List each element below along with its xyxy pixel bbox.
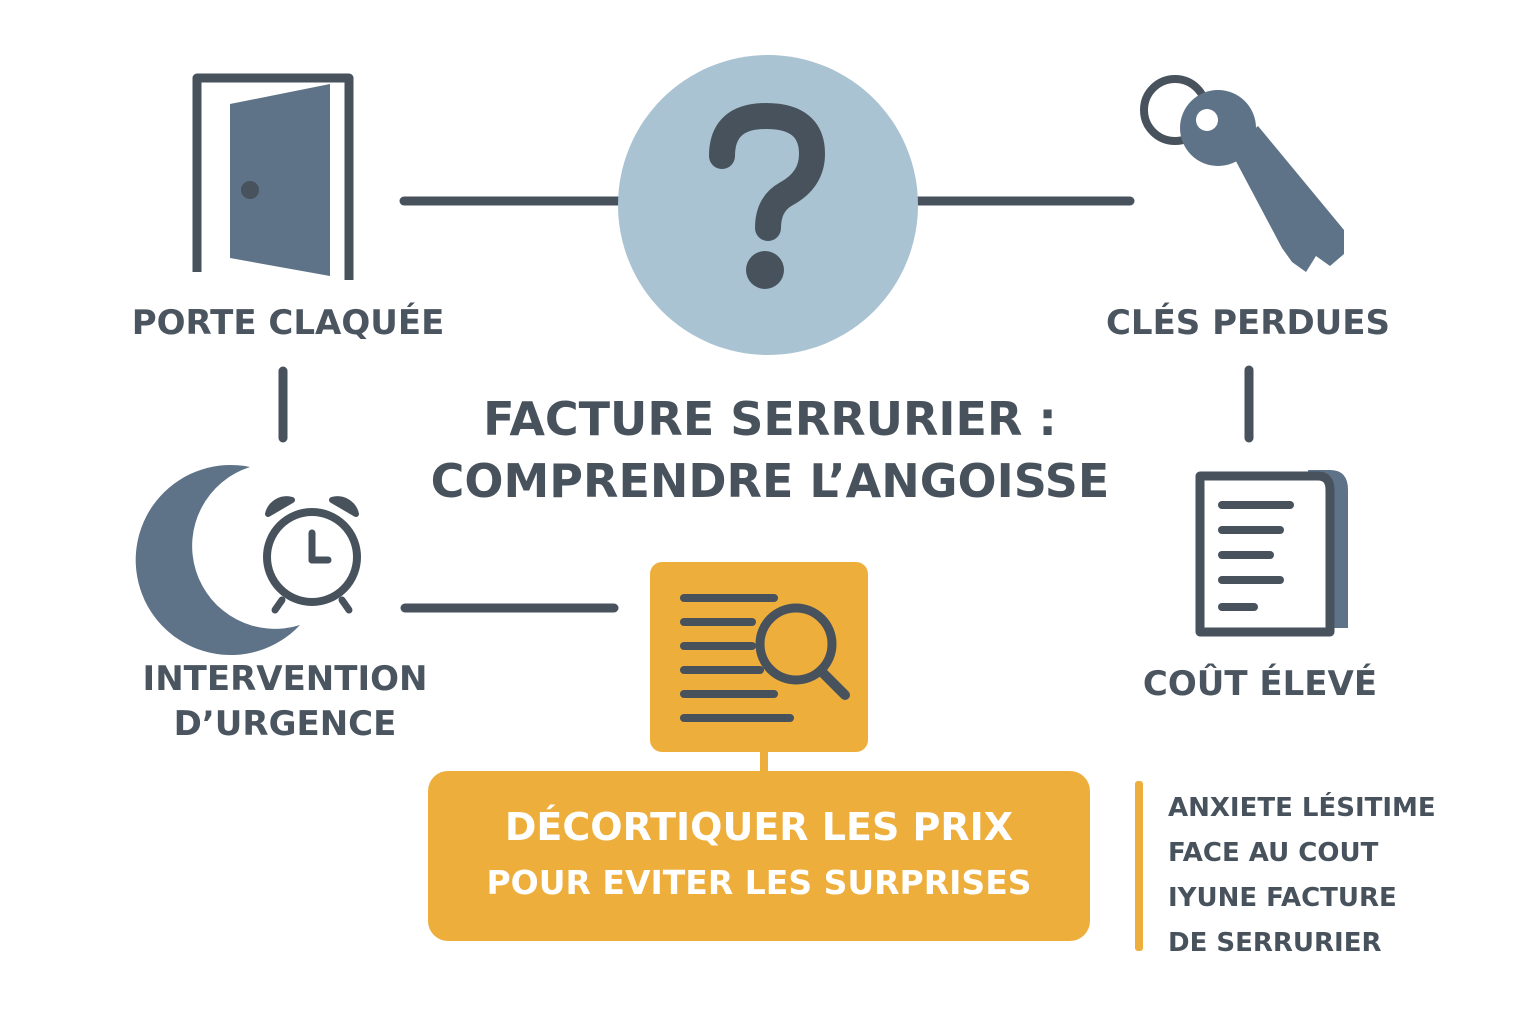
node-label-porte: PORTE CLAQUÉE xyxy=(131,303,445,343)
note-line: FACE AU COUT xyxy=(1168,838,1379,868)
node-label-cles: CLÉS PERDUES xyxy=(1105,303,1391,343)
connectors xyxy=(278,196,1254,613)
title-line-2: COMPRENDRE L’ANGOISSE xyxy=(430,454,1110,508)
note-line: ANXIETE LÉSITIME xyxy=(1168,793,1436,823)
note-accent-bar xyxy=(1135,781,1143,951)
side-note: ANXIETE LÉSITIME FACE AU COUT IYUNE FACT… xyxy=(1168,786,1436,966)
analysis-box xyxy=(650,562,868,774)
note-line: IYUNE FACTURE xyxy=(1168,883,1397,913)
node-label-intervention-2: D’URGENCE xyxy=(173,704,397,744)
keys-icon xyxy=(1140,75,1344,272)
door-icon xyxy=(192,73,354,280)
node-label-cout: COÛT ÉLEVÉ xyxy=(1142,664,1378,704)
title-line-1: FACTURE SERRURIER : xyxy=(483,392,1057,446)
question-mark-icon xyxy=(618,55,918,355)
document-search-icon xyxy=(680,594,850,722)
moon-alarm-clock-icon xyxy=(135,465,361,656)
note-line: DE SERRURIER xyxy=(1168,928,1382,958)
invoice-document-icon xyxy=(1195,470,1348,637)
cta-line-2: POUR EVITER LES SURPRISES xyxy=(486,863,1032,902)
cta-box: DÉCORTIQUER LES PRIX POUR EVITER LES SUR… xyxy=(428,771,1090,941)
diagram-title: FACTURE SERRURIER : COMPRENDRE L’ANGOISS… xyxy=(300,388,1240,512)
node-label-intervention-1: INTERVENTION xyxy=(142,659,428,699)
cta-line-1: DÉCORTIQUER LES PRIX xyxy=(504,805,1014,849)
